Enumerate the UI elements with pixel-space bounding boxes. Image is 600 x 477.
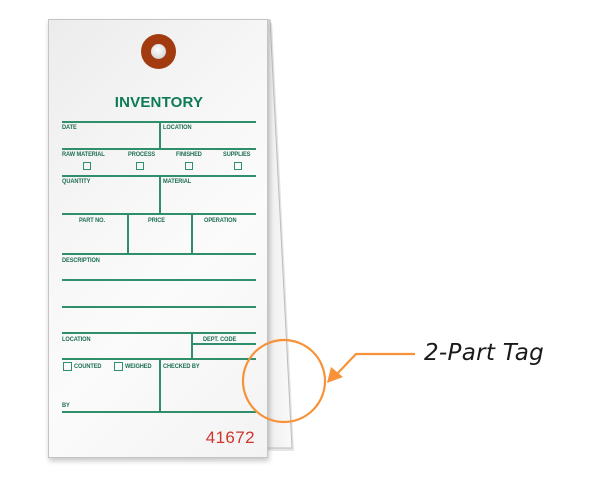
- price-label: PRICE: [148, 217, 165, 224]
- operation-label: OPERATION: [204, 217, 237, 224]
- rule-description-1: [62, 279, 256, 281]
- divider-price-operation: [191, 213, 193, 253]
- counted-checkbox[interactable]: [63, 362, 72, 371]
- part-no-label: PART NO.: [79, 217, 105, 224]
- location-label: LOCATION: [163, 124, 192, 131]
- process-checkbox[interactable]: [136, 162, 144, 170]
- rule-by-bottom: [62, 411, 256, 413]
- supplies-checkbox[interactable]: [234, 162, 242, 170]
- divider-quantity-material: [159, 175, 161, 213]
- serial-number: 41672: [205, 428, 255, 447]
- finished-checkbox[interactable]: [185, 162, 193, 170]
- divider-by-checked: [159, 358, 161, 411]
- by-label: BY: [62, 402, 70, 409]
- date-label: DATE: [62, 124, 77, 131]
- material-label: MATERIAL: [163, 178, 192, 185]
- rule-description-2: [62, 306, 256, 308]
- inventory-tag: INVENTORY DATE LOCATION RAW MATERIAL PRO…: [48, 19, 268, 458]
- rule-part-bottom: [62, 253, 256, 255]
- rule-date-bottom: [62, 148, 256, 150]
- rule-quantity-bottom: [62, 213, 256, 215]
- weighed-checkbox[interactable]: [114, 362, 123, 371]
- process-label: PROCESS: [128, 151, 156, 158]
- rule-location-top: [62, 332, 256, 334]
- checked-by-label: CHECKED BY: [163, 363, 200, 370]
- divider-part-price: [127, 213, 129, 253]
- divider-location-dept: [191, 332, 193, 358]
- divider-date-location: [159, 121, 161, 148]
- finished-label: FINISHED: [176, 151, 202, 158]
- eyelet-hole: [151, 44, 166, 59]
- supplies-label: SUPPLIES: [223, 151, 251, 158]
- description-label: DESCRIPTION: [62, 257, 100, 264]
- rule-dept-code-underline: [191, 343, 256, 345]
- eyelet-grommet: [141, 34, 176, 69]
- raw-material-label: RAW MATERIAL: [62, 151, 105, 158]
- raw-material-checkbox[interactable]: [83, 162, 91, 170]
- weighed-label: WEIGHED: [125, 363, 152, 370]
- callout-label: 2-Part Tag: [424, 340, 545, 366]
- counted-label: COUNTED: [74, 363, 102, 370]
- tag-title: INVENTORY: [114, 94, 204, 111]
- dept-code-label: DEPT. CODE: [203, 336, 237, 343]
- location-bottom-label: LOCATION: [62, 336, 91, 343]
- quantity-label: QUANTITY: [62, 178, 91, 185]
